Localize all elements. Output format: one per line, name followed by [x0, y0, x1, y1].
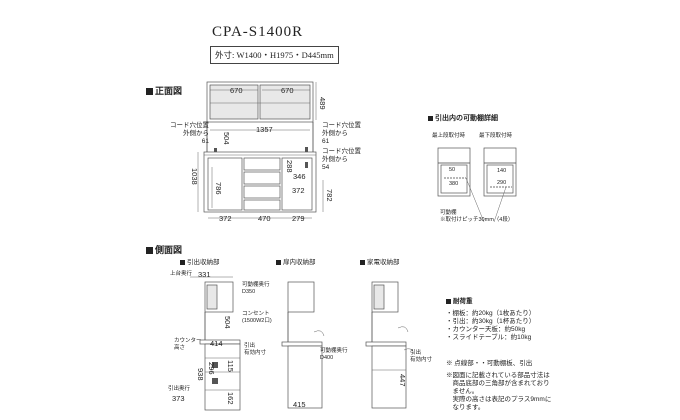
side-view-1-label: 引出収納部	[180, 259, 220, 267]
load-notes: ※ 点線部・・可動棚板、引出 ※図面に記載されている部品寸法は 商品底部の三角部…	[446, 360, 551, 412]
dim-upper-left: 670	[230, 86, 243, 95]
side-h-4: 115	[226, 360, 235, 372]
side-h-5: 162	[226, 392, 235, 405]
detail-right-val2: 290	[497, 180, 507, 186]
dim-right-height: 782	[325, 189, 334, 202]
dim-gap-height: 504	[222, 132, 231, 145]
side-mid-bottom: 415	[293, 400, 306, 409]
front-section-label: 正面図	[155, 86, 183, 96]
drawer-detail-title: 引出内の可動棚詳細	[428, 113, 498, 123]
detail-left-label: 最上段取付時	[432, 133, 466, 139]
side-drawer-depth: 引出奥行	[168, 386, 191, 392]
detail-left-val1: 50	[449, 167, 456, 173]
side-h-2: 938	[196, 368, 205, 381]
drawer-detail-label: 引出内の可動棚詳細	[435, 115, 498, 122]
side-pull-label: 引出 有効内寸	[244, 343, 267, 356]
square-bullet-icon	[146, 247, 153, 254]
side-section-title: 側面図	[146, 243, 182, 256]
detail-right-label: 最下段取付時	[479, 133, 513, 139]
detail-left-val2: 380	[449, 181, 459, 187]
side-top-label: 上台奥行	[170, 271, 193, 277]
dim-bottom-2: 470	[258, 214, 271, 223]
square-bullet-icon	[428, 116, 433, 121]
side-view-2-text: 扉内収納部	[283, 259, 316, 266]
side-mid-depth: 可動棚奥行 D400	[320, 348, 348, 361]
square-bullet-icon	[360, 260, 365, 265]
note-line: 商品底部の三角部が含まれており	[446, 380, 550, 387]
side-counter-label: カウンター 高さ	[174, 338, 202, 351]
dim-right-width: 372	[292, 186, 305, 195]
square-bullet-icon	[446, 299, 451, 304]
side-view-3-label: 家電収納部	[360, 259, 400, 267]
cord-hole-left: コード穴位置 外側から 61	[170, 122, 209, 145]
side-right-h: 447	[398, 374, 407, 387]
load-item: ・引出：約30kg（1杯あたり）	[446, 318, 536, 325]
dim-mid-2: 346	[293, 172, 306, 181]
square-bullet-icon	[276, 260, 281, 265]
detail-right-val1: 140	[497, 168, 507, 174]
note-line: なります。	[446, 404, 485, 411]
side-right-pull: 引出 有効内寸	[410, 350, 433, 363]
side-view-1-text: 引出収納部	[187, 259, 220, 266]
side-h-3: 296	[207, 362, 216, 375]
load-item: ・スライドテーブル：約10kg	[446, 334, 532, 341]
load-item: ・棚板：約20kg（1枚あたり）	[446, 310, 536, 317]
side-consent: コンセント (1500W2口)	[242, 311, 272, 324]
cord-hole-right-mid: コード穴位置 外側から 54	[322, 148, 361, 171]
dim-lower-height: 1038	[190, 168, 199, 185]
dim-mid-1: 288	[285, 160, 294, 173]
note-line: ※図面に記載されている部品寸法は	[446, 372, 550, 379]
dim-bottom-3: 279	[292, 214, 305, 223]
note-line: ※ 点線部・・可動棚板、引出	[446, 360, 533, 367]
model-title: CPA-S1400R	[212, 24, 304, 40]
side-depth-top: 331	[198, 270, 211, 279]
dim-bottom-1: 372	[219, 214, 232, 223]
load-title: 耐荷重	[446, 298, 473, 306]
dim-inner-width: 1357	[256, 125, 273, 134]
cord-hole-right-top: コード穴位置 外側から 61	[322, 122, 361, 145]
load-items: ・棚板：約20kg（1枚あたり） ・引出：約30kg（1杯あたり） ・カウンター…	[446, 310, 535, 342]
side-view-3-text: 家電収納部	[367, 259, 400, 266]
dim-upper-right: 670	[281, 86, 294, 95]
note-line: ません。	[446, 388, 479, 395]
side-shelf-depth: 可動棚奥行 D350	[242, 282, 270, 295]
square-bullet-icon	[180, 260, 185, 265]
load-item: ・カウンター天板：約50kg	[446, 326, 526, 333]
dim-drawer-height: 786	[214, 182, 223, 195]
side-drawer-depth-val: 373	[172, 394, 185, 403]
load-title-text: 耐荷重	[453, 298, 473, 305]
side-section-label: 側面図	[155, 245, 183, 255]
detail-note: 可動棚 ※取付けピッチ30mm（4段）	[440, 210, 514, 223]
outer-size-box: 外寸: W1400・H1975・D445mm	[210, 46, 339, 64]
dim-upper-height: 489	[318, 97, 327, 110]
side-h-1: 504	[223, 316, 232, 329]
side-counter-val: 414	[210, 339, 223, 348]
note-line: 実際の高さは表記のプラス9mmに	[446, 396, 552, 403]
side-view-2-label: 扉内収納部	[276, 259, 316, 267]
front-section-title: 正面図	[146, 84, 182, 97]
square-bullet-icon	[146, 88, 153, 95]
